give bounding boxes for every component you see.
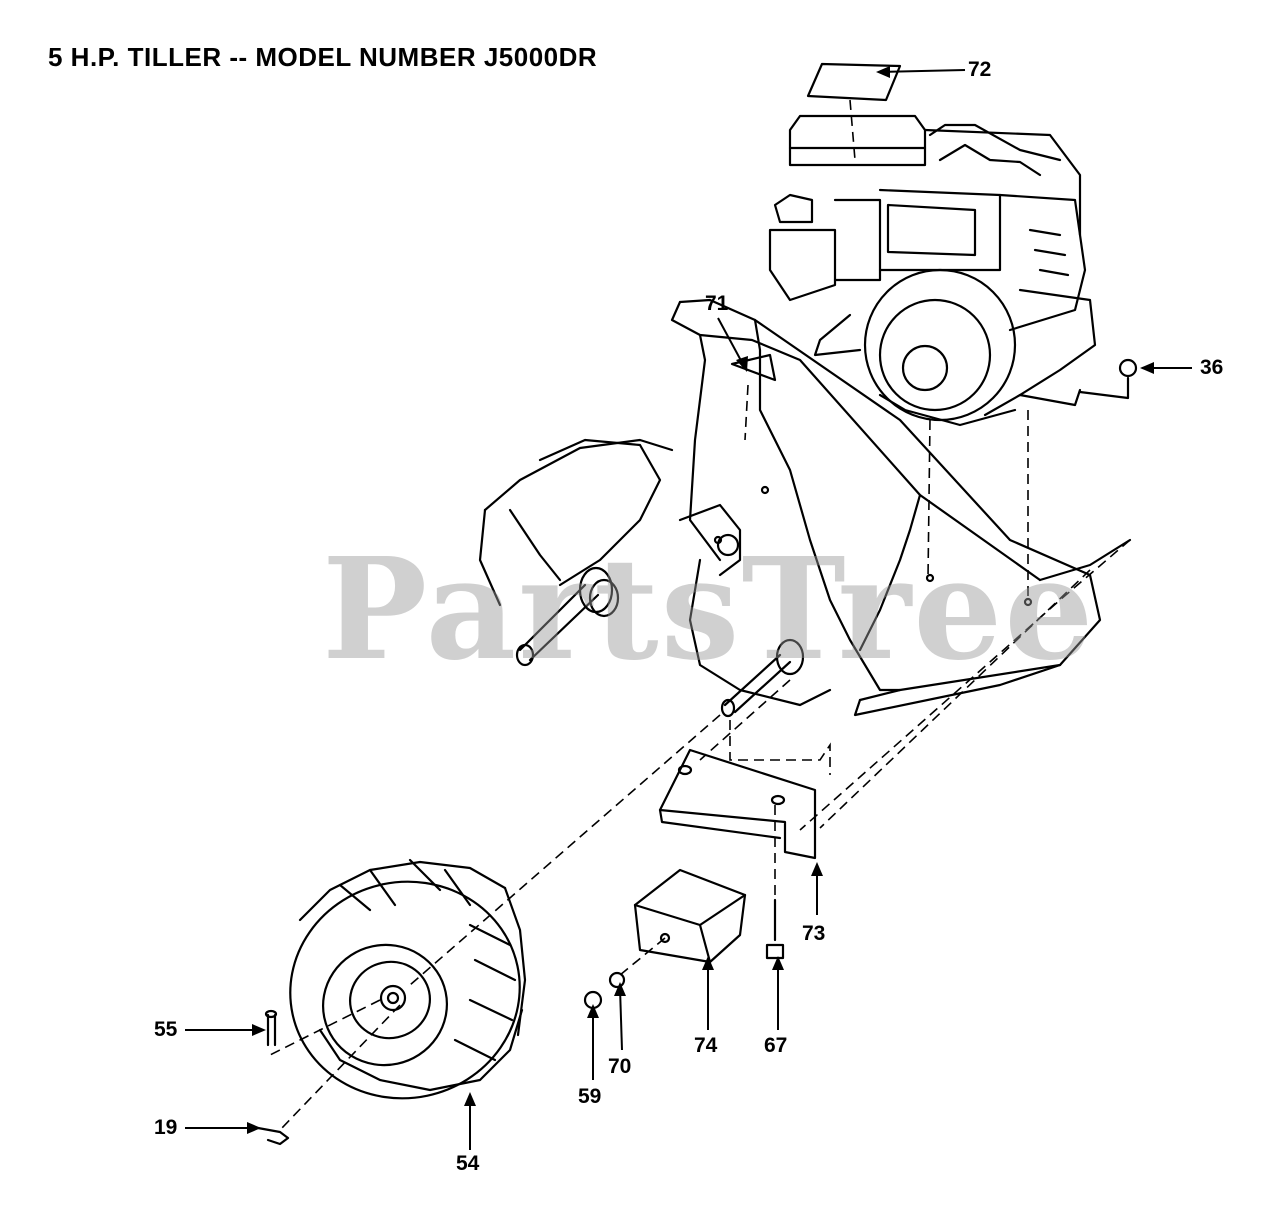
callout-55: 55 [154, 1018, 178, 1041]
bolt-part [765, 898, 785, 960]
bracket-plate-part [658, 748, 817, 860]
callout-59: 59 [578, 1085, 602, 1108]
diagram-title: 5 H.P. TILLER -- MODEL NUMBER J5000DR [48, 42, 598, 72]
callout-36: 36 [1200, 356, 1224, 379]
axle-shaft-part [515, 566, 805, 718]
callout-70: 70 [608, 1055, 632, 1078]
frame-decal-part [730, 353, 777, 382]
leader-arrowheads [247, 66, 1154, 1134]
hair-clip-part [256, 1126, 290, 1146]
engine-nut-part [1078, 358, 1138, 400]
watermark: PartsTree [322, 528, 1096, 692]
tiller-frame-part [478, 298, 1132, 717]
callout-54: 54 [456, 1152, 480, 1175]
engine-decal-part [806, 62, 902, 102]
assembly-dashed-lines [269, 99, 1131, 1131]
washer-part [608, 971, 626, 989]
clevis-pin-part [264, 1009, 278, 1047]
callout-73: 73 [802, 922, 826, 945]
callout-72: 72 [968, 58, 992, 81]
wheel-part [289, 858, 527, 1100]
callout-71: 71 [705, 292, 729, 315]
callout-19: 19 [154, 1116, 178, 1139]
weight-block-part [633, 868, 747, 964]
callout-74: 74 [694, 1034, 718, 1057]
engine-part [768, 114, 1097, 427]
callout-67: 67 [764, 1034, 788, 1057]
